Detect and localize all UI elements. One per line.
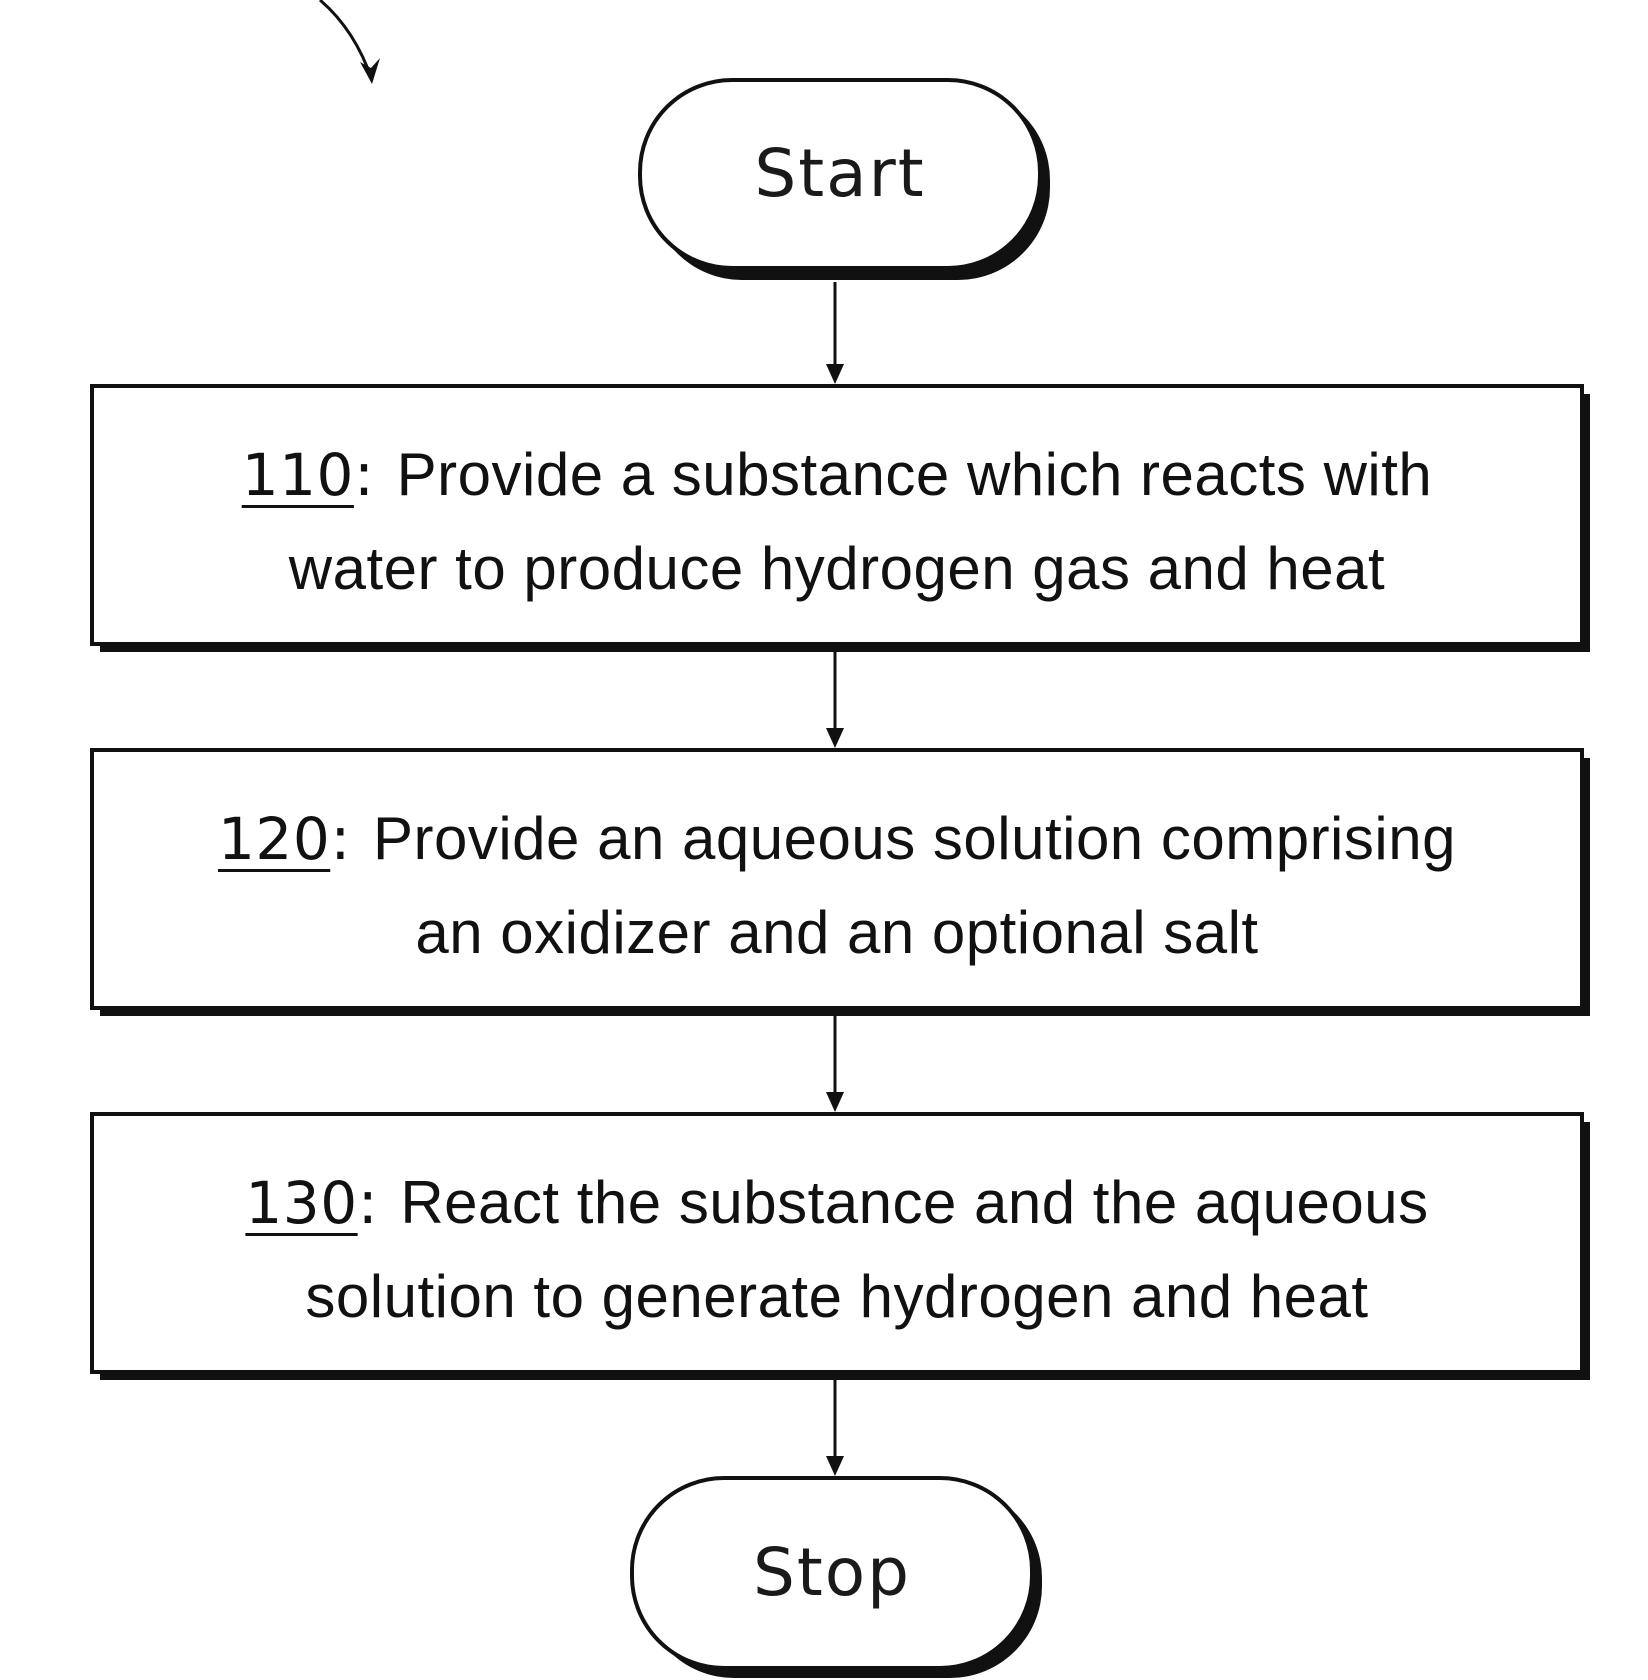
step-130-text: 130:React the substance and the aqueous … [96, 1156, 1578, 1344]
step-120-line-1-text: Provide an aqueous solution comprising [373, 805, 1456, 872]
reference-pointer-arrowhead [360, 58, 380, 84]
step-120-id: 120 [218, 805, 330, 873]
step-110-line-1-text: Provide a substance which reacts with [397, 441, 1433, 508]
step-130-line-1-text: React the substance and the aqueous [400, 1169, 1428, 1236]
step-130-colon: : [358, 1168, 379, 1238]
connector-130-to-stop-arrowhead [826, 1456, 844, 1476]
step-120-text: 120: Provide an aqueous solution comprisi… [96, 792, 1578, 980]
step-130-line-1: 130: React the substance and the aqueous [96, 1156, 1578, 1250]
step-110-id: 110 [242, 441, 354, 509]
stop-label: Stop [632, 1540, 1032, 1606]
step-110-colon: : [354, 440, 375, 510]
step-110-line-2: water to produce hydrogen gas and heat [96, 522, 1578, 616]
start-label: Start [640, 141, 1040, 207]
step-120-line-2: an oxidizer and an optional salt [96, 886, 1578, 980]
step-130-id: 130 [245, 1169, 357, 1237]
step-130-line-2: solution to generate hydrogen and heat [96, 1250, 1578, 1344]
step-120-colon: : [330, 804, 351, 874]
connector-110-to-120-arrowhead [826, 728, 844, 748]
step-110-text: 110: Provide a substance which reacts wit… [96, 428, 1578, 616]
step-120-line-1: 120: Provide an aqueous solution comprisi… [96, 792, 1578, 886]
connector-120-to-130-arrowhead [826, 1092, 844, 1112]
step-110-line-1: 110: Provide a substance which reacts wit… [96, 428, 1578, 522]
connector-start-to-110-arrowhead [826, 364, 844, 384]
